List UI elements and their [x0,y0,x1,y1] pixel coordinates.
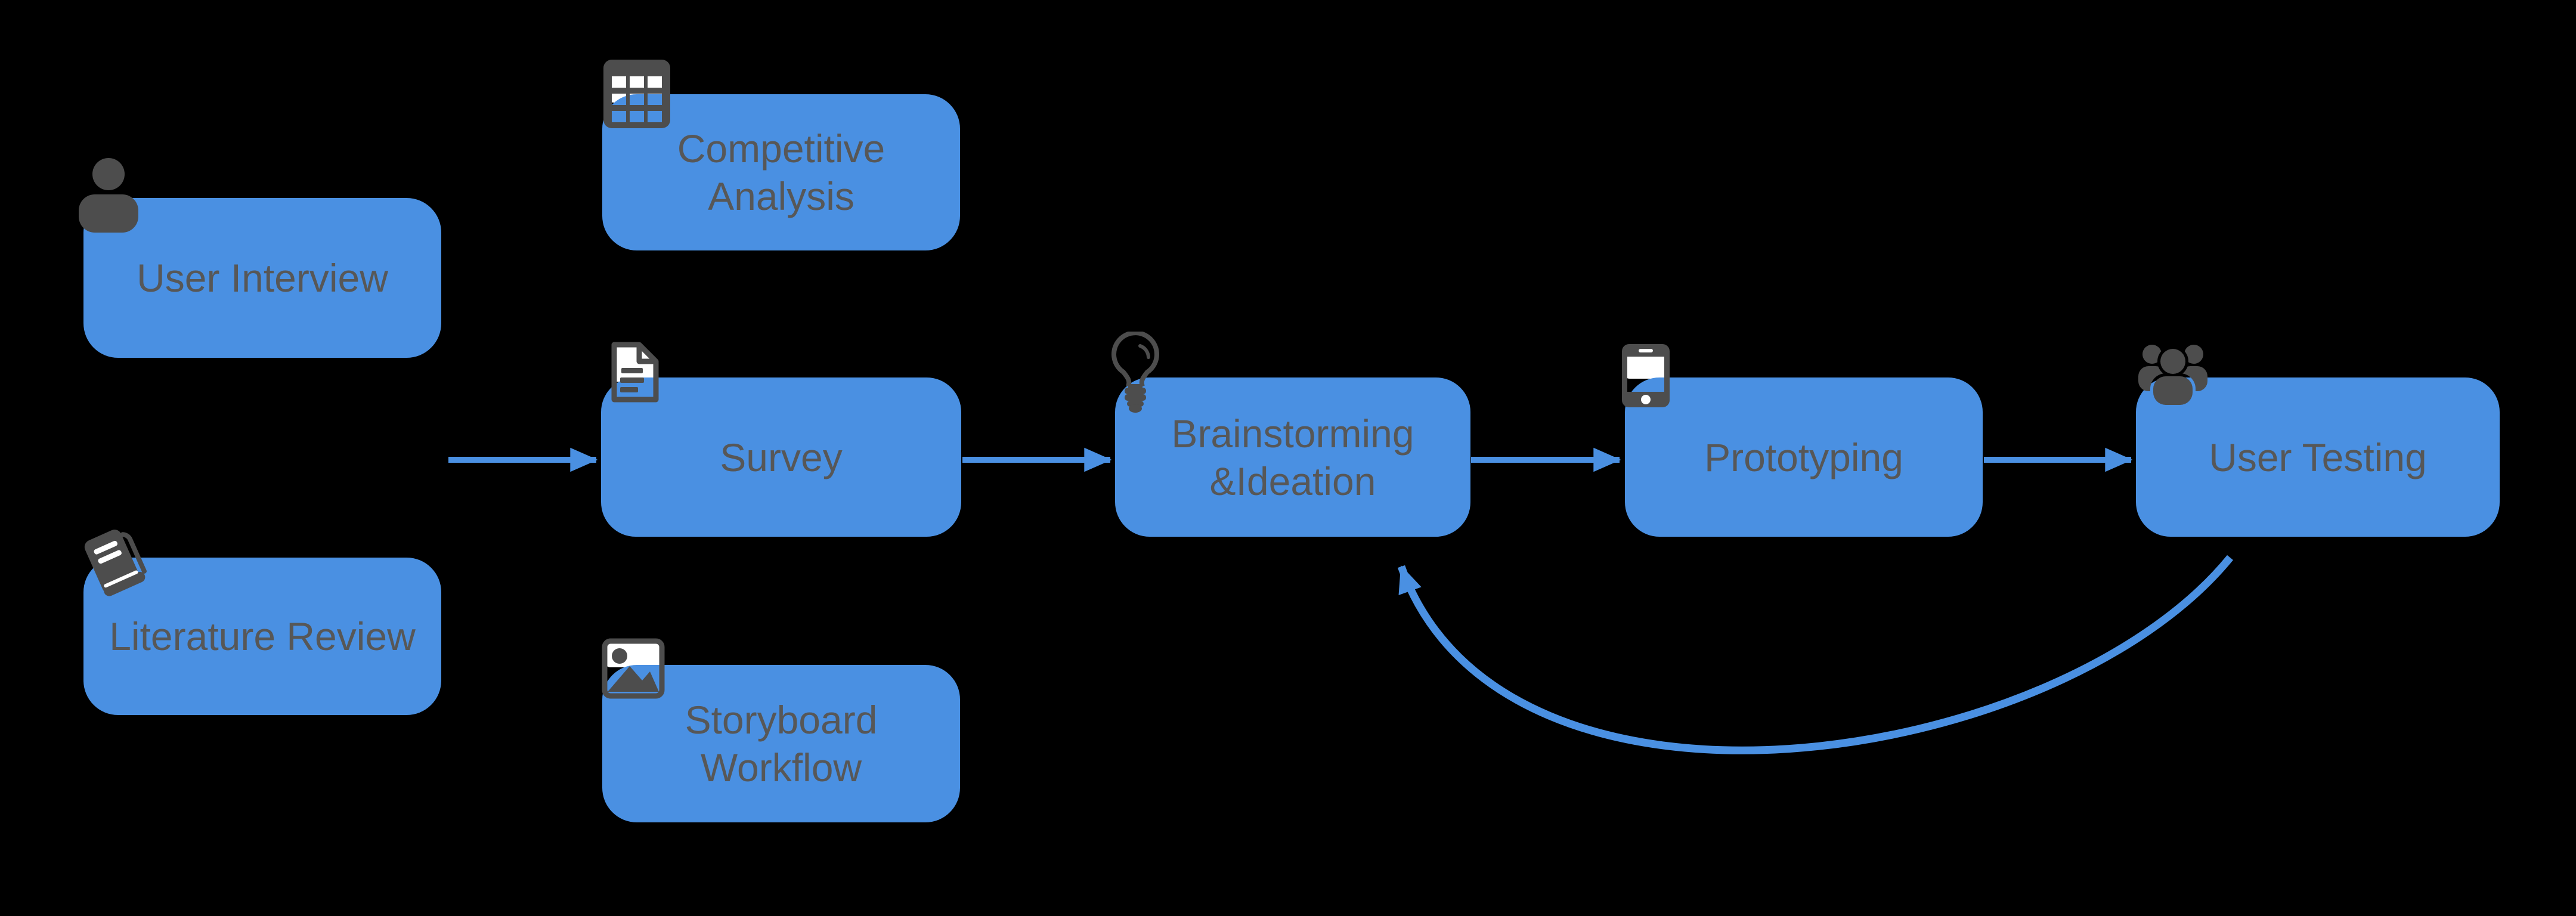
person-icon [79,158,138,233]
node-literature-review[interactable]: Literature Review [83,558,441,715]
node-user-testing[interactable]: User Testing [2136,377,2500,537]
node-label-line1: Brainstorming [1171,411,1414,456]
node-label: User Testing [2209,435,2427,479]
image-icon [602,638,665,699]
node-prototyping[interactable]: Prototyping [1625,377,1983,537]
node-label: User Interview [137,256,388,300]
smartphone-icon [1622,344,1670,407]
node-label-line1: Storyboard [685,698,878,742]
document-icon [611,342,659,403]
node-label-line2: Analysis [708,174,854,218]
node-survey[interactable]: Survey [601,377,961,537]
node-label: Prototyping [1704,435,1903,479]
node-label: Literature Review [109,614,416,658]
node-user-interview[interactable]: User Interview [83,198,441,358]
node-label-line2: Workflow [700,745,862,790]
lightbulb-icon [1111,332,1159,413]
node-label: Survey [720,435,843,479]
node-label-line1: Competitive [677,126,886,171]
edge-usertesting-feedback-to-brainstorming[interactable] [1397,555,2234,754]
node-label-line2: &Ideation [1209,459,1376,503]
people-icon [2138,345,2207,405]
book-icon [84,530,147,596]
node-brainstorming-ideation[interactable]: Brainstorming &Ideation [1115,377,1470,537]
table-icon [603,60,670,128]
